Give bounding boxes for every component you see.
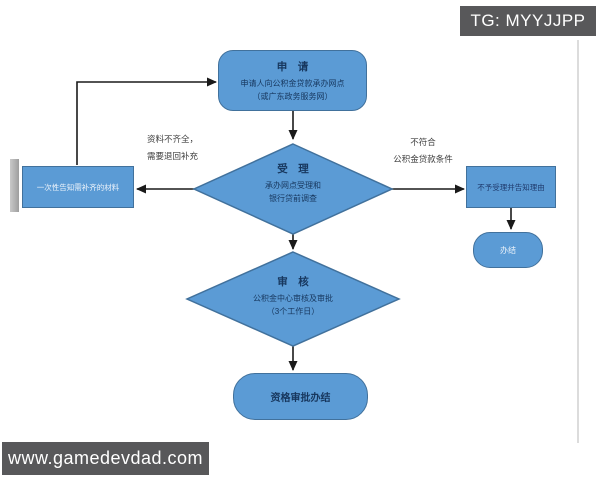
label-materials-incomplete: 资料不齐全， 需要退回补充 [147, 131, 231, 165]
supplement-label: 一次性告知需补齐的材料 [36, 182, 120, 192]
accept-diamond [192, 143, 394, 235]
reject-end-box: 办结 [473, 232, 543, 268]
finish-box: 资格审批办结 [233, 373, 368, 420]
label-not-qualified-line2: 公积金贷款条件 [393, 154, 453, 164]
review-diamond [185, 251, 401, 347]
right-page-edge-line [577, 40, 579, 443]
supplement-box: 一次性告知需补齐的材料 [22, 166, 134, 208]
watermark-top-right: TG: MYYJJPP [460, 6, 596, 36]
label-not-qualified: 不符合 公积金贷款条件 [384, 134, 462, 168]
label-not-qualified-line1: 不符合 [410, 137, 436, 147]
watermark-bottom-left: www.gamedevdad.com [2, 442, 209, 475]
left-gray-strip [10, 159, 19, 212]
apply-line2: （或广东政务服务网） [252, 91, 333, 101]
connector-return-to-apply [76, 77, 217, 165]
reject-label: 不予受理并告知理由 [477, 182, 545, 192]
apply-title: 申 请 [276, 60, 309, 73]
label-materials-incomplete-line2: 需要退回补充 [147, 151, 199, 161]
label-materials-incomplete-line1: 资料不齐全， [147, 134, 199, 144]
reject-end-label: 办结 [500, 245, 516, 255]
apply-line1: 申请人向公积金贷款承办网点 [240, 78, 345, 88]
finish-label: 资格审批办结 [270, 393, 331, 404]
reject-box: 不予受理并告知理由 [466, 166, 556, 208]
apply-box: 申 请 申请人向公积金贷款承办网点 （或广东政务服务网） [218, 50, 367, 111]
